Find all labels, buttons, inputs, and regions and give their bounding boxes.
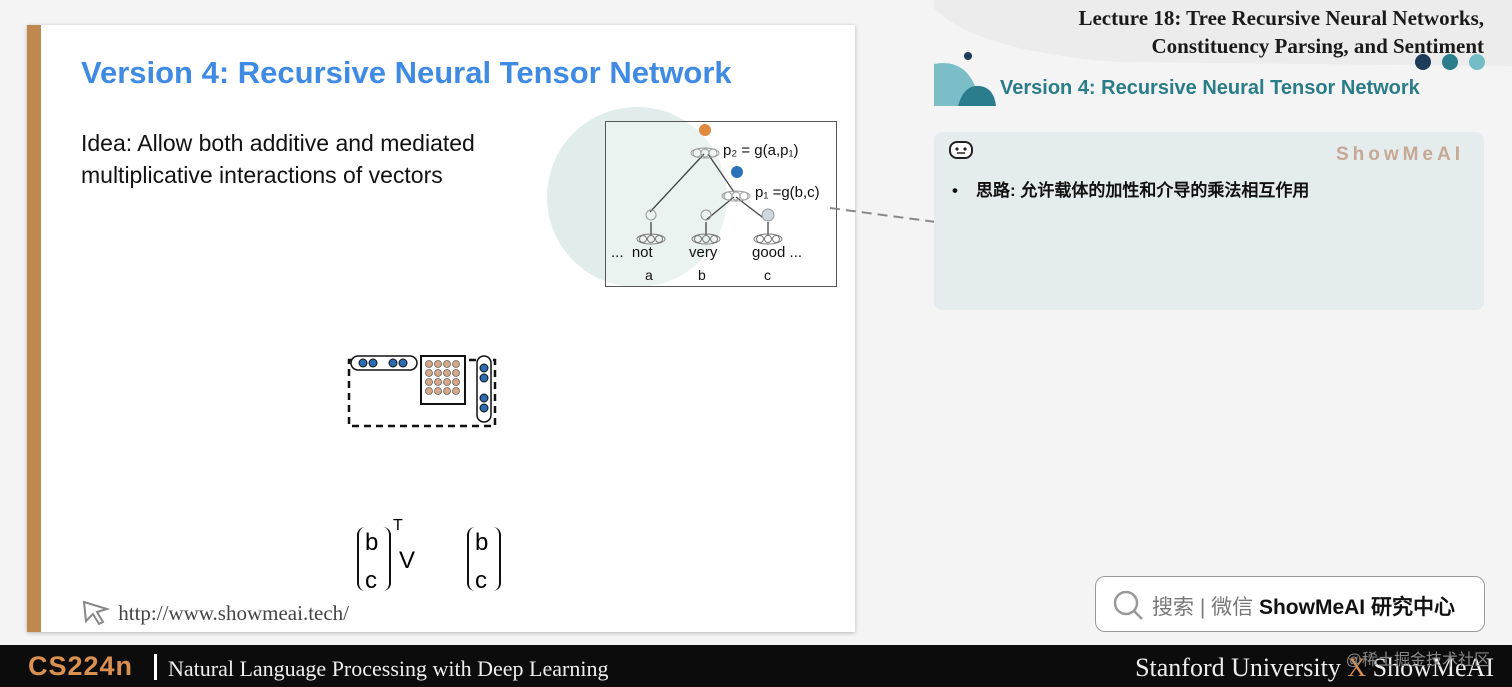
node-p1 [721,190,751,202]
course-name: Natural Language Processing with Deep Le… [168,656,609,681]
footer-credit: Stanford University X ShowMeAI [1135,653,1494,683]
idea-text: Idea: Allow both additive and mediated m… [81,127,475,191]
var-b: b [698,267,706,283]
formula-b2: b [475,529,489,556]
cursor-icon [81,597,113,633]
robot-icon [949,141,973,159]
node-p2 [690,147,720,159]
word-vectors [636,233,783,245]
slide: Version 4: Recursive Neural Tensor Netwo… [27,25,855,632]
header-dots [1415,54,1496,75]
note-bullet-text: 思路: 允许载体的加性和介导的乘法相互作用 [975,181,1310,200]
formula-illustration: b c T V b c [343,515,509,611]
section-deco-icon [934,52,996,106]
search-label: 搜索 | 微信 [1152,596,1259,619]
partner-name: ShowMeAI [1372,653,1494,682]
search-icon [1113,590,1143,620]
slide-accent-bar [27,25,41,632]
formula-c2: c [475,567,487,594]
lecture-line-2: Constituency Parsing, and Sentiment [1151,34,1484,58]
dot-1 [1415,54,1431,70]
word-very: very [689,244,718,261]
search-text: 搜索 | 微信 ShowMeAI 研究中心 [1152,591,1455,621]
word-not: ... not [611,244,653,261]
search-box[interactable]: 搜索 | 微信 ShowMeAI 研究中心 [1095,576,1485,632]
slide-title: Version 4: Recursive Neural Tensor Netwo… [81,55,732,90]
course-code: CS224n [28,651,134,681]
section-title: Version 4: Recursive Neural Tensor Netwo… [1000,77,1420,99]
site-url[interactable]: http://www.showmeai.tech/ [81,597,349,633]
note-brand: ShowMeAI [1335,144,1464,165]
footer-separator [154,654,157,680]
idea-line-1: Idea: Allow both additive and mediated [81,130,475,156]
idea-line-2: multiplicative interactions of vectors [81,162,443,188]
highlight-circle [547,107,727,287]
label-p2: p₂ = g(a,p₁) [723,142,799,159]
watermark: @稀土掘金技术社区 [1345,652,1490,669]
note-panel: ShowMeAI •思路: 允许载体的加性和介导的乘法相互作用 [934,132,1484,310]
var-a: a [645,267,653,283]
tensor-illustration [343,348,503,430]
site-url-text: http://www.showmeai.tech/ [118,600,350,625]
output-blue-node [731,166,743,178]
note-bullet: •思路: 允许载体的加性和介导的乘法相互作用 [952,181,1310,200]
dot-2 [1442,54,1458,70]
footer-bar: CS224n Natural Language Processing with … [0,645,1512,687]
word-good: good ... [752,244,803,261]
lecture-title: Lecture 18: Tree Recursive Neural Networ… [1078,4,1484,60]
formula-v: V [399,547,416,574]
footer-x: X [1347,653,1367,682]
formula-c1: c [365,567,377,594]
output-orange-node [699,124,711,136]
header-swoosh [934,0,1512,66]
parse-tree-diagram: p₂ = g(a,p₁) p₁ =g(b,c) ... not very goo… [605,121,837,287]
dot-3 [1469,54,1485,70]
var-c: c [764,267,771,283]
university-name: Stanford University [1135,653,1341,682]
formula-b1: b [365,529,379,556]
label-p1: p₁ =g(b,c) [755,184,820,201]
lecture-line-1: Lecture 18: Tree Recursive Neural Networ… [1078,6,1484,30]
connector-dashed-line [830,207,936,223]
formula-transpose: T [393,517,403,534]
search-brand: ShowMeAI 研究中心 [1258,596,1455,619]
